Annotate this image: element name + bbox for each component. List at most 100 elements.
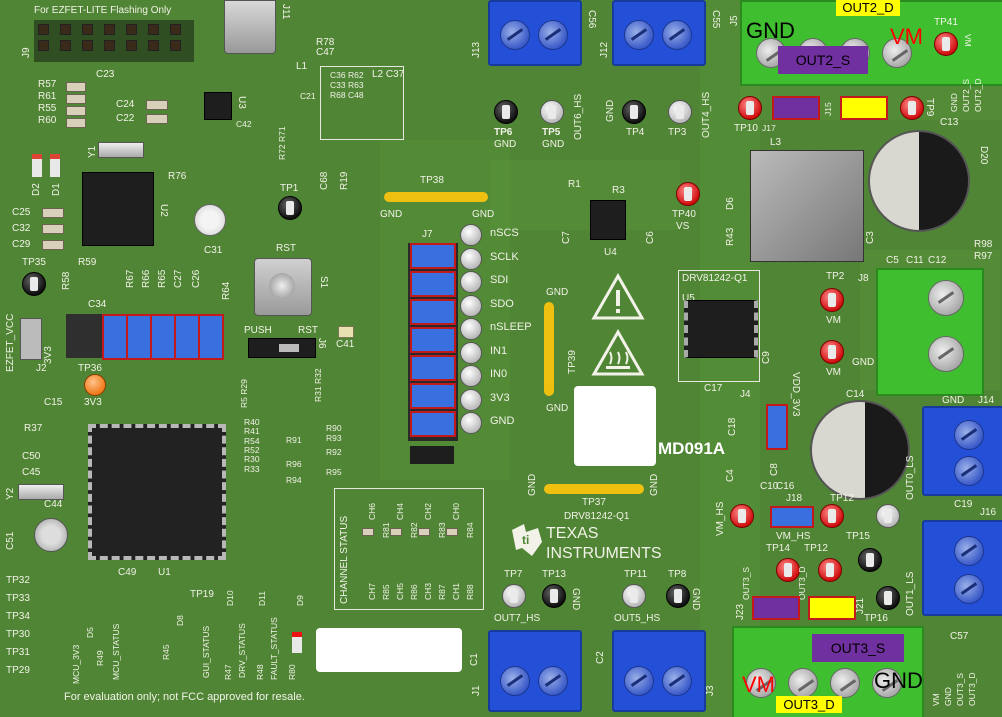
tp37-gnd-left: GND [527, 473, 538, 496]
out3-d-small-bot: OUT3_D [967, 672, 977, 706]
j7-signal-label: IN1 [490, 344, 508, 357]
tp3-testpoint[interactable] [668, 100, 692, 124]
j7-signal-testpoint[interactable] [460, 224, 482, 246]
j10-jumper-3[interactable] [150, 314, 176, 360]
j9-pin [148, 40, 159, 51]
j7-signal-testpoint[interactable] [460, 365, 482, 387]
tp9-testpoint[interactable] [900, 96, 924, 120]
tp4-testpoint[interactable] [622, 100, 646, 124]
j7-signal-testpoint[interactable] [460, 247, 482, 270]
gnd-small-bot: GND [943, 687, 953, 706]
channel-label: R85 [381, 584, 391, 600]
j2-ref: J2 [36, 363, 47, 374]
r93-ref: R93 [326, 433, 342, 443]
r3-ref: R3 [612, 185, 625, 196]
tp33-label: TP33 [6, 593, 30, 604]
j7-signal-testpoint[interactable] [460, 271, 482, 293]
tp12-a[interactable] [820, 504, 844, 528]
d1-ref: D1 [51, 183, 62, 196]
j7-jumper[interactable] [410, 299, 456, 325]
j4-jumper[interactable] [766, 404, 788, 450]
reset-button[interactable] [254, 258, 312, 316]
j7-signal-testpoint[interactable] [460, 294, 482, 317]
j7-jumper[interactable] [410, 271, 456, 297]
j7-jumper[interactable] [410, 355, 456, 381]
tp-vm-testpoint[interactable] [820, 340, 844, 364]
j9-pin [126, 24, 137, 35]
capacitor [42, 224, 64, 234]
tp14-testpoint[interactable] [776, 558, 800, 582]
j7-signal-testpoint[interactable] [460, 412, 482, 434]
tp8-testpoint[interactable] [666, 584, 690, 608]
j10-jumper-5[interactable] [198, 314, 224, 360]
c68-ref: C68 [319, 171, 330, 190]
j7-jumper[interactable] [410, 411, 456, 437]
l3-ref: L3 [770, 137, 782, 148]
j12-terminal[interactable] [612, 0, 706, 66]
tp13-testpoint[interactable] [542, 584, 566, 608]
tp2-testpoint[interactable] [820, 288, 844, 312]
c17-ref: C17 [704, 383, 723, 394]
tp10-testpoint[interactable] [738, 96, 762, 120]
j7-jumper[interactable] [410, 327, 456, 353]
tp16-testpoint[interactable] [876, 586, 900, 610]
j15-jumper[interactable] [840, 96, 888, 120]
j18-jumper[interactable] [770, 506, 814, 528]
j16-terminal[interactable] [922, 520, 1002, 616]
j13-terminal[interactable] [488, 0, 582, 66]
j8-terminal[interactable] [876, 268, 984, 396]
tp15-testpoint[interactable] [858, 548, 882, 572]
channel-label: CH2 [423, 502, 433, 520]
channel-led [418, 528, 430, 536]
j7-signal-testpoint[interactable] [460, 318, 482, 340]
j9-pin [126, 40, 137, 51]
j23-jumper[interactable] [752, 596, 800, 620]
tp38-wire[interactable] [384, 192, 488, 202]
j7-jumper[interactable] [410, 383, 456, 409]
tp7-testpoint[interactable] [502, 584, 526, 608]
tp12-testpoint[interactable] [818, 558, 842, 582]
out3-s-tag: OUT3_S [812, 634, 904, 662]
j14-terminal[interactable] [922, 406, 1002, 496]
tp40-testpoint[interactable] [676, 182, 700, 206]
usb-connector[interactable] [224, 0, 276, 54]
ic-label: DRV81242-Q1 [682, 273, 748, 284]
c50-ref: C50 [22, 451, 41, 462]
tp39-gnd-top: GND [546, 287, 569, 298]
j7-jumper[interactable] [410, 243, 456, 269]
c24-ref: C24 [116, 99, 135, 110]
tp5-testpoint[interactable] [540, 100, 564, 124]
tp35-testpoint[interactable] [22, 272, 46, 296]
tp41-testpoint[interactable] [934, 32, 958, 56]
j2-jumper[interactable] [20, 318, 42, 360]
tp35-label: TP35 [22, 257, 46, 268]
tp6-testpoint[interactable] [494, 100, 518, 124]
j10-jumper-4[interactable] [174, 314, 200, 360]
tp-out0[interactable] [876, 504, 900, 528]
tp13-gnd: GND [570, 588, 581, 611]
tp36-testpoint[interactable] [84, 374, 106, 396]
c47-ref: C47 [316, 47, 335, 58]
j3-terminal[interactable] [612, 630, 706, 712]
tp-vm-hs[interactable] [730, 504, 754, 528]
tp37-wire[interactable] [544, 484, 644, 494]
j17-jumper[interactable] [772, 96, 820, 120]
j10-jumper-2[interactable] [126, 314, 152, 360]
c57-ref: C57 [950, 631, 969, 642]
j1-terminal[interactable] [488, 630, 582, 712]
tp32-label: TP32 [6, 575, 30, 586]
tp1-testpoint[interactable] [278, 196, 302, 220]
j7-signal-testpoint[interactable] [460, 341, 482, 364]
j10-jumper-1[interactable] [102, 314, 128, 360]
r76-ref: R76 [168, 171, 187, 182]
r45-ref: R45 [161, 644, 171, 660]
j7-signal-testpoint[interactable] [460, 388, 482, 411]
tp39-wire[interactable] [544, 302, 554, 396]
j14-ref: J14 [978, 395, 995, 406]
c2-ref: C2 [595, 651, 606, 664]
push-rst-switch[interactable] [248, 338, 316, 358]
tp11-testpoint[interactable] [622, 584, 646, 608]
j21-jumper[interactable] [808, 596, 856, 620]
channel-label: R88 [465, 584, 475, 600]
j7-signal-label: SCLK [490, 250, 519, 263]
